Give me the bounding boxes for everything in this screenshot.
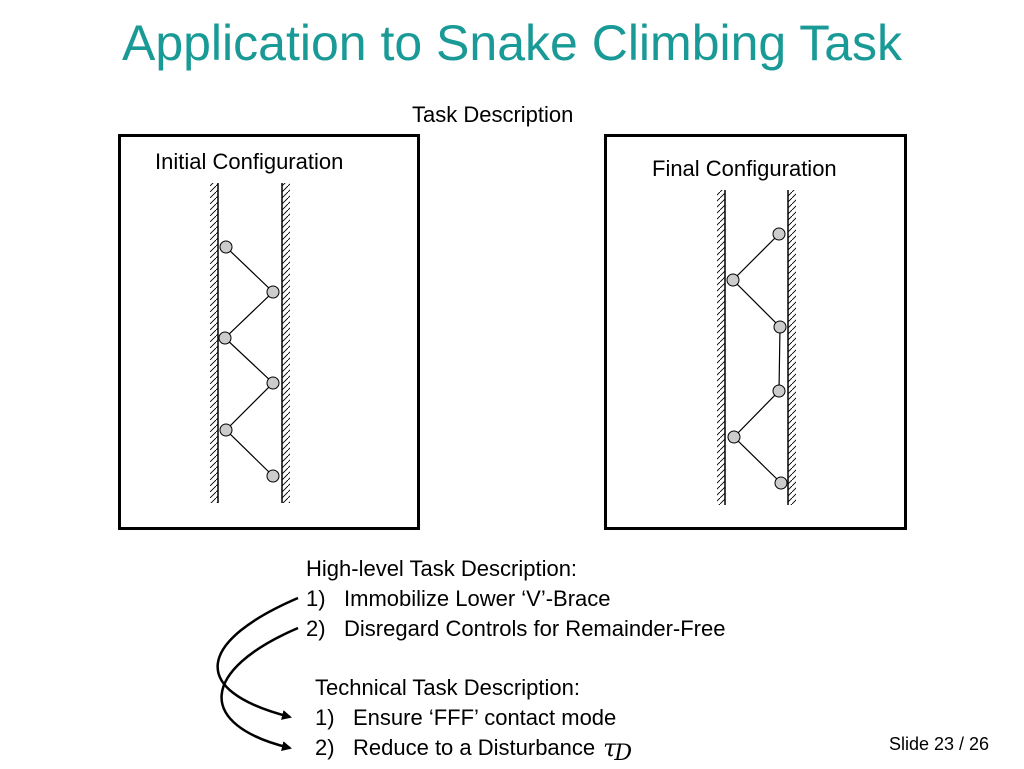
- tau-symbol: τD: [603, 733, 632, 769]
- task-description-caption: Task Description: [412, 102, 574, 127]
- final-configuration-panel: Final Configuration: [604, 134, 907, 530]
- joint-node: [772, 227, 786, 241]
- item-number: 1): [315, 705, 335, 730]
- joint-node: [774, 476, 788, 490]
- list-item: 2) Disregard Controls for Remainder-Free: [306, 614, 725, 644]
- final-configuration-label: Final Configuration: [652, 156, 837, 181]
- initial-configuration-label: Initial Configuration: [155, 149, 344, 174]
- final-left-wall: [717, 190, 726, 505]
- technical-description: Technical Task Description: 1) Ensure ‘F…: [315, 673, 632, 769]
- list-item: 1) Ensure ‘FFF’ contact mode: [315, 703, 632, 733]
- slide-title: Application to Snake Climbing Task: [121, 15, 903, 71]
- item-text: Disregard Controls for Remainder-Free: [344, 616, 726, 641]
- initial-right-wall: [281, 183, 290, 503]
- initial-snake: [224, 246, 274, 477]
- initial-joints: [218, 240, 280, 483]
- item-number: 1): [306, 586, 326, 611]
- slide-number: Slide 23 / 26: [889, 734, 990, 754]
- item-number: 2): [315, 735, 335, 760]
- joint-node: [266, 285, 280, 299]
- joint-node: [219, 423, 233, 437]
- tau-subscript: D: [614, 741, 633, 766]
- arrow-2-to-2: [220, 626, 299, 751]
- joint-node: [772, 384, 786, 398]
- final-snake: [732, 233, 782, 484]
- high-level-description: High-level Task Description: 1) Immobili…: [306, 554, 725, 644]
- item-text: Immobilize Lower ‘V’-Brace: [344, 586, 611, 611]
- item-number: 2): [306, 616, 326, 641]
- item-text: Ensure ‘FFF’ contact mode: [353, 705, 617, 730]
- joint-node: [726, 273, 740, 287]
- technical-heading: Technical Task Description:: [315, 675, 580, 700]
- item-text: Reduce to a Disturbance: [353, 735, 596, 760]
- list-item: 1) Immobilize Lower ‘V’-Brace: [306, 584, 725, 614]
- arrow-1-to-1: [216, 596, 299, 720]
- final-right-wall: [787, 190, 796, 505]
- initial-left-wall: [210, 183, 219, 503]
- high-level-heading: High-level Task Description:: [306, 556, 578, 581]
- joint-node: [727, 430, 741, 444]
- joint-node: [218, 331, 232, 345]
- joint-node: [219, 240, 233, 254]
- list-item: 2) Reduce to a Disturbance τD: [315, 733, 632, 769]
- initial-configuration-panel: Initial Configuration: [118, 134, 420, 530]
- tau-glyph: τ: [603, 734, 617, 762]
- final-joints: [726, 227, 788, 490]
- joint-node: [773, 320, 787, 334]
- joint-node: [266, 376, 280, 390]
- joint-node: [266, 469, 280, 483]
